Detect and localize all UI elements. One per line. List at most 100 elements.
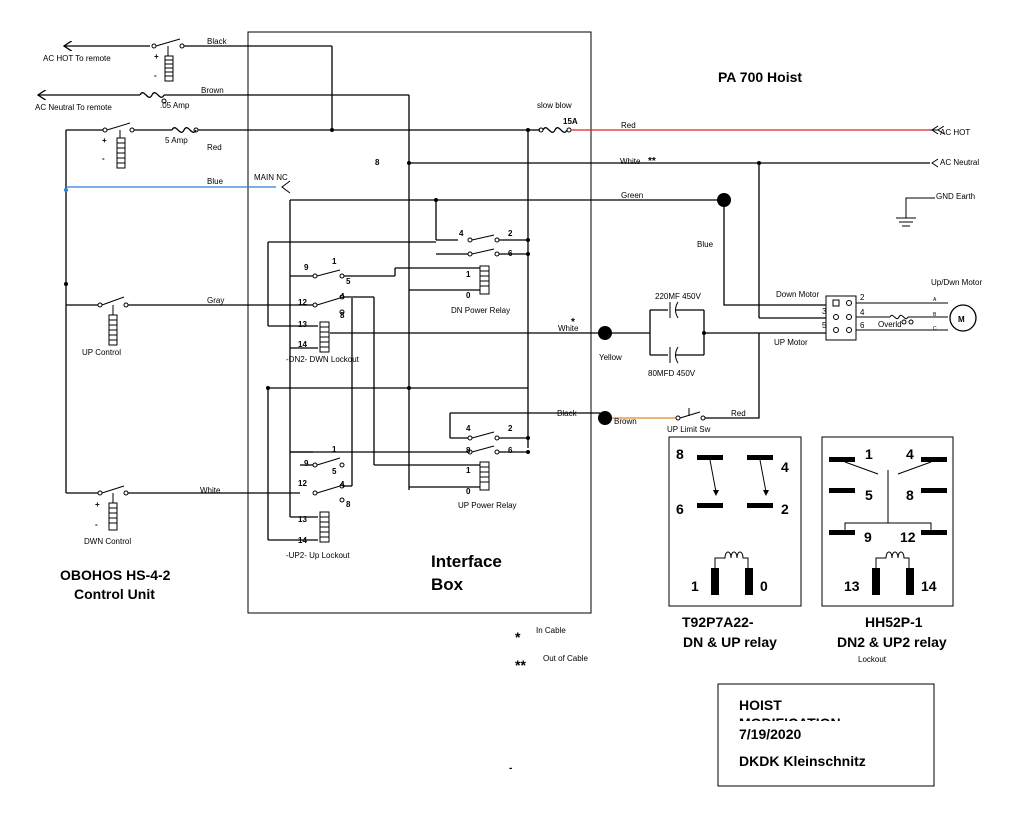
hh52-pin-8: 8 <box>906 487 914 503</box>
dn2-lockout-label: -DN2- DWN Lockout <box>286 355 360 364</box>
info-box-subtitle: MODIFICATION <box>739 715 841 731</box>
ac-hot-connector <box>931 125 939 135</box>
junction-dot <box>526 450 530 454</box>
dn-pin-2: 2 <box>508 229 513 238</box>
up2-lockout-relay <box>268 298 353 543</box>
up-pin-8: 8 <box>466 446 471 455</box>
motor-terminal-a: A <box>933 297 937 303</box>
up-power-relay <box>290 412 600 491</box>
hh52-model-label: HH52P-1 <box>865 614 923 630</box>
junction-dot <box>407 386 411 390</box>
up-pin-1: 1 <box>466 466 471 475</box>
legend-double-star: ** <box>515 657 526 673</box>
wire-label-red-left: Red <box>207 143 222 152</box>
wire-label-black-mid: Black <box>557 409 578 418</box>
up2-pin-14: 14 <box>298 536 307 545</box>
white-splice-dot <box>598 326 612 340</box>
t92-pin-6: 6 <box>676 501 684 517</box>
up2-lockout-label: -UP2- Up Lockout <box>286 551 350 560</box>
fuse-15a-label: 15A <box>563 117 578 126</box>
updwn-motor-label: Up/Dwn Motor <box>931 278 982 287</box>
up-motor-label: UP Motor <box>774 338 808 347</box>
up-limit-switch <box>675 408 706 421</box>
dwn-control-label: DWN Control <box>84 537 131 546</box>
plus-sign-3: + <box>95 500 100 509</box>
junction-dot <box>526 128 530 132</box>
motor-icon <box>949 304 977 332</box>
dn-power-relay <box>395 234 528 295</box>
wire-label-blue-right: Blue <box>697 240 714 249</box>
up2-pin-4: 4 <box>340 480 345 489</box>
black-splice-dot <box>598 411 612 425</box>
hh52-pin-13: 13 <box>844 578 860 594</box>
t92-pin-1: 1 <box>691 578 699 594</box>
ac-neutral-connector <box>931 158 939 168</box>
ac-neutral-label: AC Neutral <box>940 158 979 167</box>
hh52-pin-4: 4 <box>906 446 914 462</box>
dn2-pin-4: 4 <box>340 292 345 301</box>
up2-pin-13: 13 <box>298 515 307 524</box>
up2-pin-5: 5 <box>332 467 337 476</box>
t92-desc-label: DN & UP relay <box>683 634 777 650</box>
control-switch-hot <box>66 122 528 169</box>
up-control-label: UP Control <box>82 348 121 357</box>
star-mark: * <box>571 317 575 328</box>
hh52-pin-12: 12 <box>900 529 916 545</box>
up-pin-4: 4 <box>466 424 471 433</box>
junction-dot <box>64 282 68 286</box>
junction-dot <box>407 161 411 165</box>
t92-model-label: T92P7A22- <box>682 614 754 630</box>
wire-label-brown-top: Brown <box>201 86 224 95</box>
hh52-pin-9: 9 <box>864 529 872 545</box>
plus-sign-2: + <box>102 136 107 145</box>
control-unit-title-line1: OBOHOS HS-4-2 <box>60 567 171 583</box>
up2-pin-1: 1 <box>332 445 337 454</box>
motor-terminal-c: C <box>933 326 937 332</box>
hh52-sub-label: Lockout <box>858 655 887 664</box>
dwn-control-switch <box>66 485 300 531</box>
minus-sign-3: - <box>95 520 98 529</box>
junction-dot <box>757 161 761 165</box>
legend-star: * <box>515 629 521 645</box>
cap1-label: 220MF 450V <box>655 292 701 301</box>
cap2-label: 80MFD 450V <box>648 369 696 378</box>
terminal-3: 3 <box>822 307 827 316</box>
plus-sign-1: + <box>154 52 159 61</box>
up-pin-2: 2 <box>508 424 513 433</box>
page-title: PA 700 Hoist <box>718 69 802 85</box>
info-box-title: HOIST <box>739 697 782 713</box>
remote-switch-1 <box>151 38 332 82</box>
hh52-relay-box <box>821 436 954 607</box>
dash-mark: - <box>509 763 512 774</box>
t92-pin-4: 4 <box>781 459 789 475</box>
wire-label-red-right: Red <box>621 121 636 130</box>
main-nc-label: MAIN NC <box>254 173 288 182</box>
wire-label-yellow: Yellow <box>599 353 622 362</box>
fuse-05-icon <box>139 92 165 98</box>
ac-hot-label: AC HOT <box>940 128 970 137</box>
wire-label-gray: Gray <box>207 296 224 305</box>
hh52-pin-14: 14 <box>921 578 937 594</box>
overld-label: Overld <box>878 320 902 329</box>
motor-terminal-b: B <box>933 312 937 318</box>
t92-relay-box <box>668 436 802 607</box>
terminal-5: 5 <box>822 321 827 330</box>
dn2-pin-8: 8 <box>340 311 345 320</box>
t92-relay-contacts <box>697 455 773 595</box>
fuse-15a-icon <box>542 127 568 133</box>
up2-pin-8: 8 <box>346 500 351 509</box>
double-star-mark: ** <box>648 156 656 167</box>
dn-pin-4: 4 <box>459 229 464 238</box>
junction-dot <box>702 331 706 335</box>
wire-label-red-limit: Red <box>731 409 746 418</box>
legend-out-cable: Out of Cable <box>543 654 588 663</box>
hh52-pin-1: 1 <box>865 446 873 462</box>
up2-pin-9: 9 <box>304 459 309 468</box>
main-nc-connector <box>281 180 291 194</box>
interface-box-title-line2: Box <box>431 575 464 594</box>
interface-box-title-line1: Interface <box>431 552 502 571</box>
motor-m-label: M <box>958 315 965 324</box>
gnd-earth-label: GND Earth <box>936 192 975 201</box>
